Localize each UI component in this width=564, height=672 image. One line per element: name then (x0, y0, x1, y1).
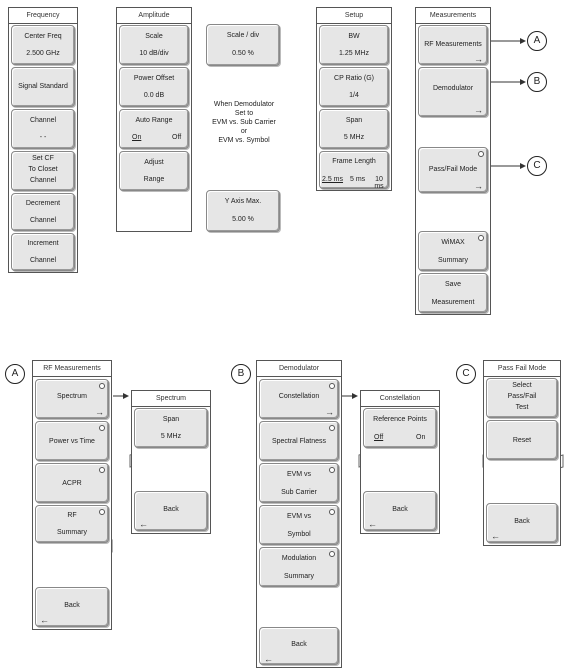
cp-ratio-key[interactable]: CP Ratio (G) 1/4 (319, 67, 389, 107)
frame-length-10ms: 10 ms (374, 176, 384, 190)
indicator-dot-icon (329, 425, 335, 431)
reference-points-on: On (416, 434, 426, 441)
reference-points-off: Off (374, 434, 384, 441)
bw-key[interactable]: BW 1.25 MHz (319, 25, 389, 65)
demod-back-key[interactable]: Back ← (259, 627, 339, 665)
constellation-menu-title: Constellation (361, 391, 439, 407)
demodulator-menu: Demodulator Constellation → Spectral Fla… (256, 360, 342, 668)
demodulator-key[interactable]: Demodulator → (418, 67, 488, 117)
y-axis-max-key[interactable]: Y Axis Max. 5.00 % (206, 190, 280, 232)
rf-summary-key[interactable]: RF Summary (35, 505, 109, 543)
callout-a: A (527, 31, 547, 51)
frame-length-key[interactable]: Frame Length 2.5 ms 5 ms 10 ms (319, 151, 389, 190)
indicator-dot-icon (329, 467, 335, 473)
signal-standard-key[interactable]: Signal Standard (11, 67, 75, 107)
modulation-summary-key[interactable]: Modulation Summary (259, 547, 339, 587)
rf-measurements-key[interactable]: RF Measurements → (418, 25, 488, 65)
setup-menu: Setup BW 1.25 MHz CP Ratio (G) 1/4 Span … (316, 7, 392, 191)
reset-key[interactable]: Reset (486, 420, 558, 460)
auto-range-on: On (132, 134, 142, 141)
spectrum-menu: Spectrum Span 5 MHz Back ← (131, 390, 211, 534)
scale-div-key[interactable]: Scale / div 0.50 % (206, 24, 280, 66)
frequency-menu: Frequency Center Freq 2.500 GHz Signal S… (8, 7, 78, 273)
increment-channel-key[interactable]: Increment Channel (11, 233, 75, 271)
auto-range-off: Off (172, 134, 182, 141)
spectrum-back-key[interactable]: Back ← (134, 491, 208, 531)
rf-measurements-menu: RF Measurements Spectrum → Power vs Time… (32, 360, 112, 630)
acpr-key[interactable]: ACPR (35, 463, 109, 503)
constellation-key[interactable]: Constellation → (259, 379, 339, 419)
power-vs-time-key[interactable]: Power vs Time (35, 421, 109, 461)
passfail-back-key[interactable]: Back ← (486, 503, 558, 543)
callout-b: B (527, 72, 547, 92)
evm-vs-symbol-key[interactable]: EVM vs Symbol (259, 505, 339, 545)
center-freq-key[interactable]: Center Freq 2.500 GHz (11, 25, 75, 65)
decrement-channel-key[interactable]: Decrement Channel (11, 193, 75, 231)
amplitude-menu: Amplitude Scale 10 dB/div Power Offset 0… (116, 7, 192, 232)
left-arrow-icon: ← (491, 531, 500, 541)
indicator-dot-icon (99, 467, 105, 473)
left-arrow-icon: ← (139, 519, 148, 529)
right-arrow-icon: → (474, 105, 483, 115)
spectrum-span-key[interactable]: Span 5 MHz (134, 408, 208, 448)
spectrum-menu-title: Spectrum (132, 391, 210, 407)
wimax-summary-key[interactable]: WiMAX Summary (418, 231, 488, 271)
indicator-dot-icon (329, 551, 335, 557)
left-arrow-icon: ← (40, 615, 49, 625)
select-pass-fail-test-key[interactable]: Select Pass/Fail Test (486, 378, 558, 418)
evm-vs-subcarrier-key[interactable]: EVM vs Sub Carrier (259, 463, 339, 503)
spectrum-key[interactable]: Spectrum → (35, 379, 109, 419)
constellation-back-key[interactable]: Back ← (363, 491, 437, 531)
indicator-dot-icon (99, 383, 105, 389)
frequency-menu-title: Frequency (9, 8, 77, 24)
right-arrow-icon: → (474, 181, 483, 191)
demodulator-menu-title: Demodulator (257, 361, 341, 377)
setup-menu-title: Setup (317, 8, 391, 24)
reference-points-key[interactable]: Reference Points Off On (363, 408, 437, 448)
left-arrow-icon: ← (368, 519, 377, 529)
callout-a-lower: A (5, 364, 25, 384)
right-arrow-icon: → (95, 407, 104, 417)
measurements-menu: Measurements RF Measurements → Demodulat… (415, 7, 491, 315)
callout-b-lower: B (231, 364, 251, 384)
power-offset-key[interactable]: Power Offset 0.0 dB (119, 67, 189, 107)
save-measurement-key[interactable]: Save Measurement (418, 273, 488, 313)
indicator-dot-icon (99, 425, 105, 431)
right-arrow-icon: → (325, 407, 334, 417)
adjust-range-key[interactable]: Adjust Range (119, 151, 189, 191)
rf-back-key[interactable]: Back ← (35, 587, 109, 627)
spectral-flatness-key[interactable]: Spectral Flatness (259, 421, 339, 461)
constellation-menu: Constellation Reference Points Off On Ba… (360, 390, 440, 534)
pass-fail-mode-menu-title: Pass Fail Mode (484, 361, 560, 377)
indicator-dot-icon (478, 151, 484, 157)
frame-length-2-5ms: 2.5 ms (322, 176, 344, 183)
pass-fail-mode-key[interactable]: Pass/Fail Mode → (418, 147, 488, 193)
indicator-dot-icon (329, 383, 335, 389)
callout-c-lower: C (456, 364, 476, 384)
rf-measurements-menu-title: RF Measurements (33, 361, 111, 377)
span-key[interactable]: Span 5 MHz (319, 109, 389, 149)
auto-range-key[interactable]: Auto Range On Off (119, 109, 189, 149)
pass-fail-mode-menu: Pass Fail Mode Select Pass/Fail Test Res… (483, 360, 561, 546)
right-arrow-icon: → (474, 54, 483, 64)
left-arrow-icon: ← (264, 654, 273, 664)
demodulator-note: When Demodulator Set to EVM vs. Sub Carr… (212, 101, 276, 144)
amplitude-menu-title: Amplitude (117, 8, 191, 24)
set-cf-key[interactable]: Set CF To Closet Channel (11, 151, 75, 191)
measurements-menu-title: Measurements (416, 8, 490, 24)
frame-length-5ms: 5 ms (350, 176, 366, 183)
channel-key[interactable]: Channel - - (11, 109, 75, 149)
indicator-dot-icon (329, 509, 335, 515)
callout-c: C (527, 156, 547, 176)
scale-key[interactable]: Scale 10 dB/div (119, 25, 189, 65)
indicator-dot-icon (99, 509, 105, 515)
indicator-dot-icon (478, 235, 484, 241)
